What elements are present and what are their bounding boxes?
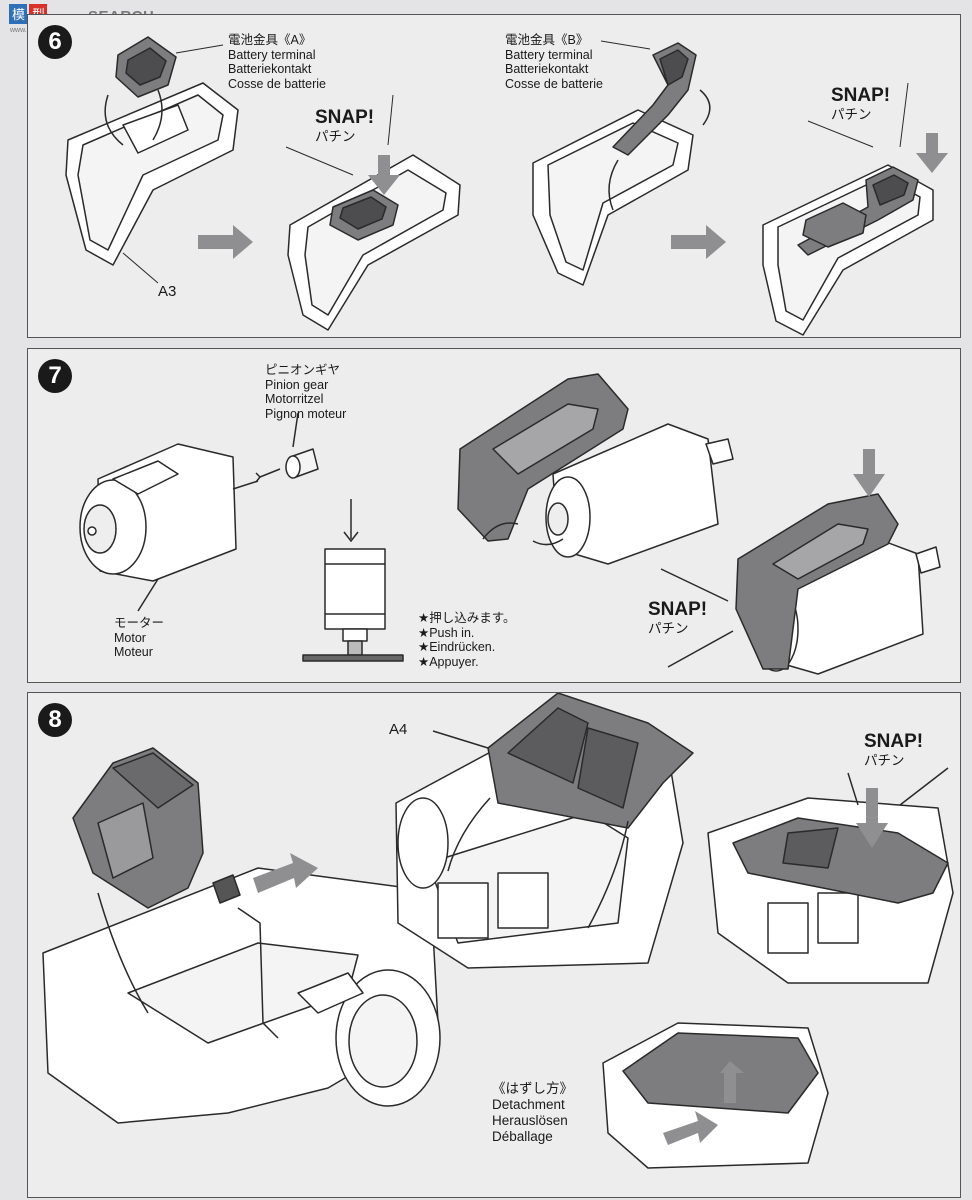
snap-label-8: SNAP!パチン [864,731,924,768]
step-number-6: 6 [38,25,72,59]
push-in-label: ★押し込みます。★Push in. ★Eindrücken.★Appuyer. [418,611,516,669]
part-a4-label: A4 [389,721,408,738]
step-7-illustration [79,373,941,675]
step-6-panel: 6 [27,14,961,338]
part-a3-label: A3 [158,283,177,300]
step-number-7: 7 [38,359,72,393]
step-6-illustration [65,36,948,336]
snap-label-6b: SNAP!パチン [831,85,891,122]
svg-text:模: 模 [12,8,25,23]
step-8-illustration [42,693,954,1169]
snap-label-6a: SNAP!パチン [315,107,375,144]
snap-label-7: SNAP!パチン [648,599,708,636]
step-number-8: 8 [38,703,72,737]
step-8-panel: 8 [27,692,961,1198]
step-7-panel: 7 [27,348,961,683]
